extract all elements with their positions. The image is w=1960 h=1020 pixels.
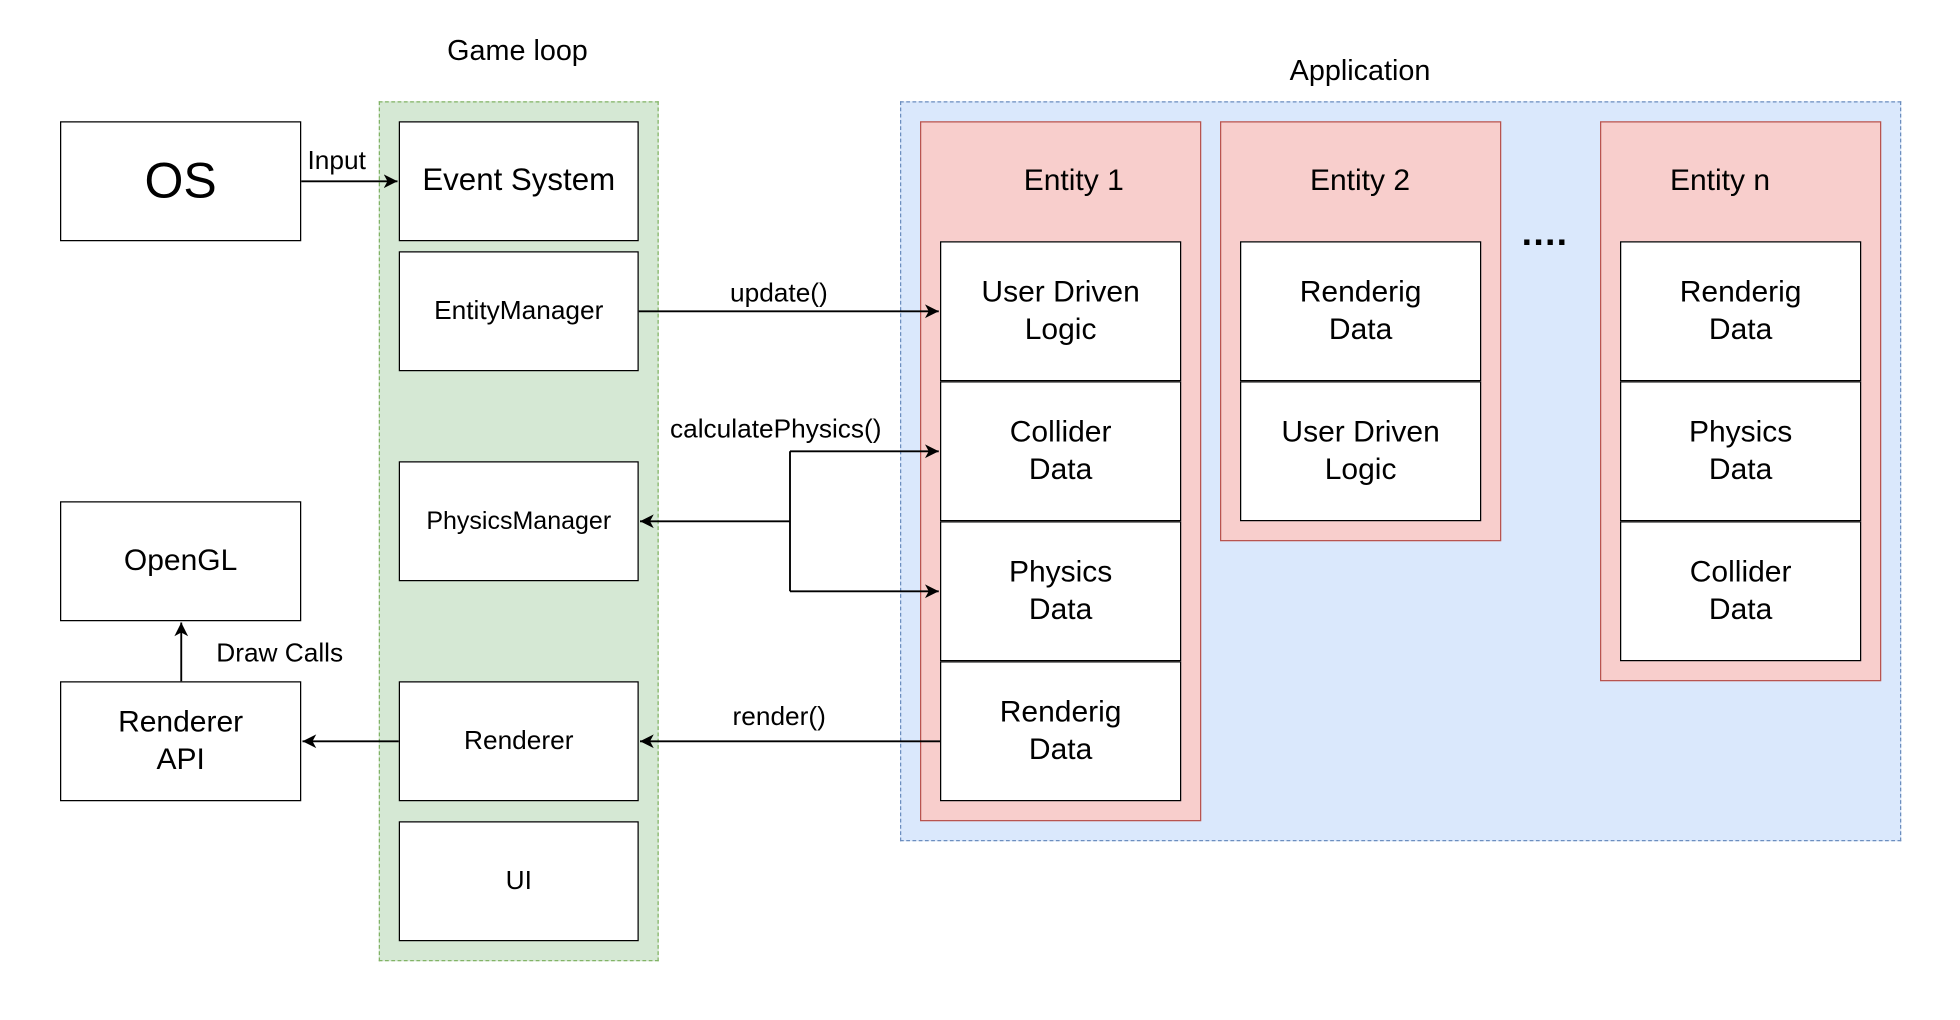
os-box: OS <box>60 121 302 242</box>
entity-1-user-driven-logic: User Driven Logic <box>940 241 1182 382</box>
renderer-api-box: Renderer API <box>60 681 302 802</box>
update-label: update() <box>730 278 828 308</box>
entity-2-user-driven-logic: User Driven Logic <box>1240 381 1482 522</box>
draw-calls-label: Draw Calls <box>216 638 344 668</box>
physics-manager-box: PhysicsManager <box>398 461 639 582</box>
entity-manager-box: EntityManager <box>398 251 639 372</box>
entity-n-collider-data: Collider Data <box>1620 521 1862 662</box>
render-label: render() <box>732 702 826 732</box>
entity-1-collider-data: Collider Data <box>940 381 1182 522</box>
input-label: Input <box>307 146 366 175</box>
game-loop-title: Game loop <box>447 33 588 67</box>
entity-1-physics-data: Physics Data <box>940 521 1182 662</box>
entity-1-title: Entity 1 <box>1023 163 1124 198</box>
application-title: Application <box>1289 53 1431 87</box>
ui-box: UI <box>398 821 639 942</box>
entity-1-rendering-data: Renderig Data <box>940 661 1182 802</box>
more-entities-ellipsis: .... <box>1521 212 1569 254</box>
opengl-box: OpenGL <box>60 501 302 622</box>
entity-2-rendering-data: Renderig Data <box>1240 241 1482 382</box>
entity-n-rendering-data: Renderig Data <box>1620 241 1862 382</box>
calculate-physics-label: calculatePhysics() <box>670 415 882 444</box>
entity-2-title: Entity 2 <box>1309 163 1411 198</box>
entity-n-title: Entity n <box>1669 163 1771 198</box>
event-system-box: Event System <box>398 121 639 242</box>
renderer-box: Renderer <box>398 681 639 802</box>
entity-n-physics-data: Physics Data <box>1620 381 1862 522</box>
